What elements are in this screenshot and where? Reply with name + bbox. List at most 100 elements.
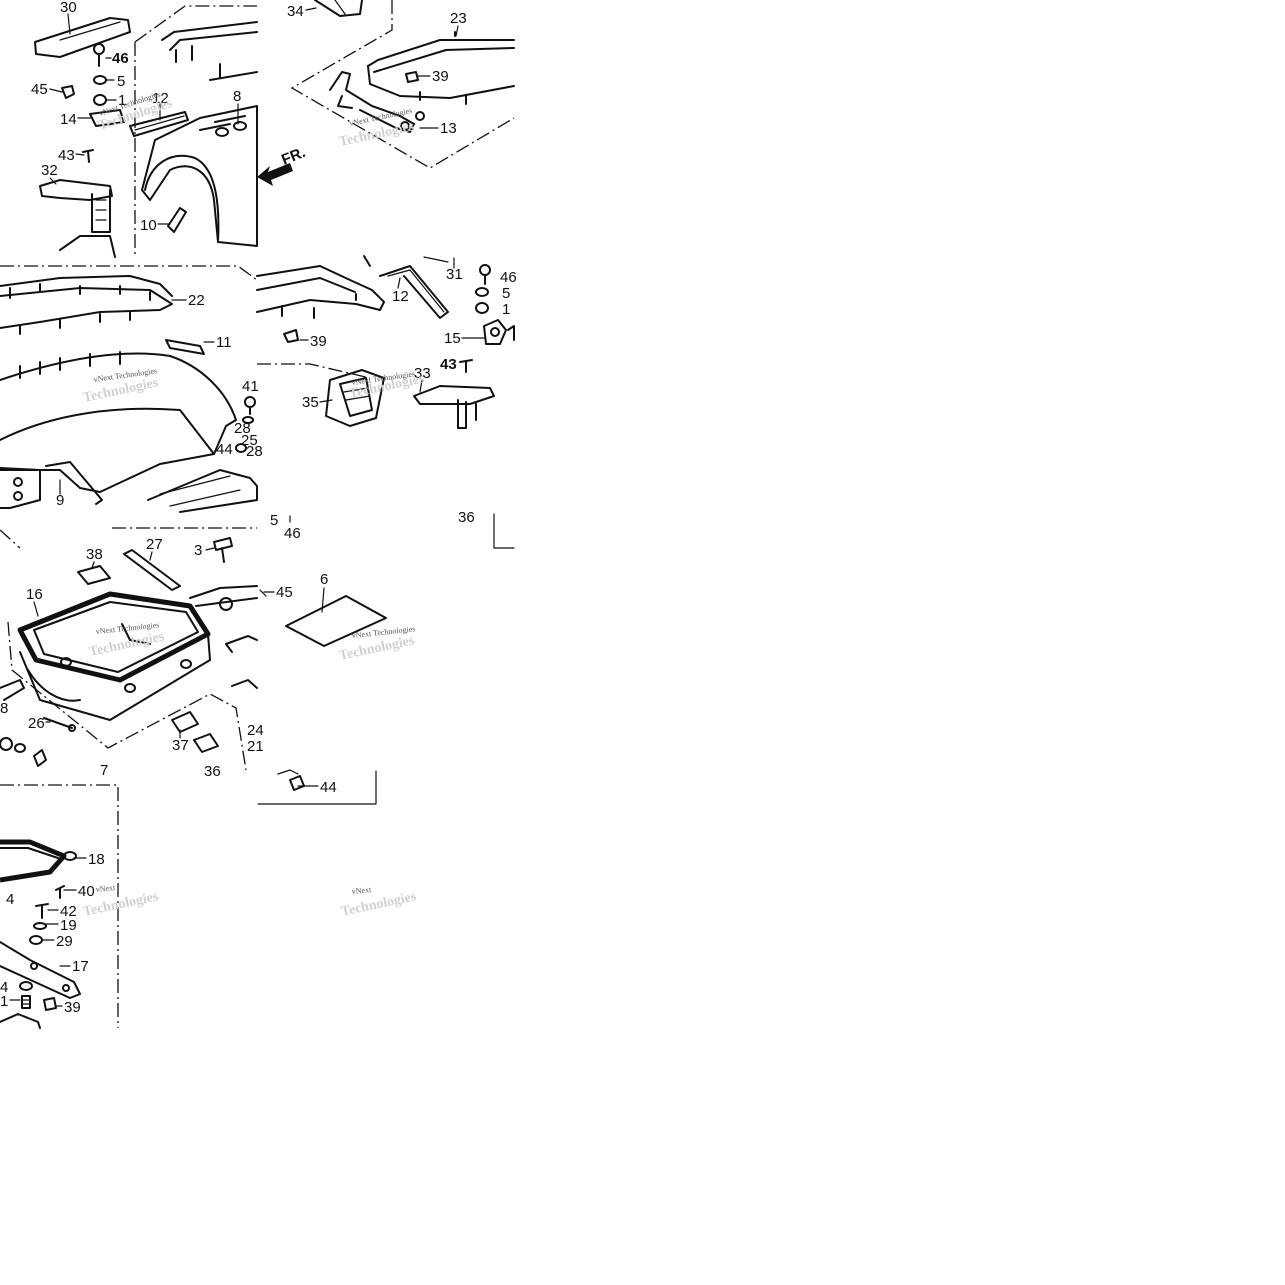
part-13-foot [337, 95, 353, 109]
part-16-latch [121, 623, 151, 645]
svg-text:Technologies: Technologies [338, 633, 416, 664]
part-12-strip [129, 111, 189, 137]
callout-10: 10 [140, 217, 157, 234]
callout-43-r: 43 [440, 356, 457, 373]
tile3-group-outline [0, 265, 258, 281]
part-35-ribs [343, 387, 371, 401]
part-46-bolt [93, 43, 105, 55]
part-17-hole [30, 962, 38, 970]
leader-3 [205, 547, 215, 551]
part-39-clip-c [43, 997, 57, 1011]
callout-14: 14 [60, 111, 77, 128]
part-44-nut [235, 443, 247, 453]
tile4-top-clip [363, 255, 371, 267]
part-23-seal-top [367, 39, 515, 67]
callout-13: 13 [440, 120, 457, 137]
callout-8: 8 [233, 88, 241, 105]
tile1-group-line [134, 5, 257, 43]
tile-4 [256, 255, 515, 549]
part-27-strip [123, 549, 181, 591]
callout-42: 42 [60, 903, 77, 920]
tile1-frame-bottom [209, 71, 258, 81]
callout-1: 1 [118, 92, 126, 109]
watermark-3: Technologies vNext Technologies [82, 366, 160, 406]
callout-23: 23 [450, 10, 467, 27]
front-direction-arrow [257, 163, 293, 186]
callout-36: 36 [204, 763, 221, 780]
tile4-part-31 [423, 256, 449, 263]
tile5-group-top [0, 527, 257, 549]
tile5-bolt [0, 737, 13, 751]
callout-32: 32 [41, 162, 58, 179]
part-46-bolt-r [479, 264, 491, 276]
leader-33 [419, 379, 423, 393]
watermark-8: Technologies vNext [340, 885, 418, 920]
part-39-clip [405, 71, 419, 83]
part-15-stub [507, 325, 515, 341]
part-28-washer [242, 416, 254, 424]
callout-35: 35 [302, 394, 319, 411]
part-22-pins-2 [19, 311, 131, 335]
callout-4: 4 [6, 891, 14, 908]
leader-38 [91, 561, 95, 569]
callout-43: 43 [58, 147, 75, 164]
callout-46-low: 46 [284, 525, 301, 542]
part-29-nut [29, 935, 43, 945]
part-26-end [68, 724, 76, 732]
tile5-screw [33, 749, 47, 767]
callout-5: 5 [117, 73, 125, 90]
part-30-edge [59, 21, 121, 41]
tile7-lower-part [0, 1013, 41, 1029]
part-16-inner [33, 601, 199, 673]
hatch-fasteners [19, 351, 121, 379]
watermark-2: Technologies vNext Technologies [338, 106, 416, 150]
callout-3: 3 [194, 542, 202, 559]
svg-text:vNext: vNext [351, 885, 372, 896]
part-40-bolt [55, 885, 65, 899]
hatch-contour [0, 407, 215, 455]
part-17-hole-2 [62, 984, 70, 992]
part-35-box [325, 369, 385, 427]
callout-17: 17 [72, 958, 89, 975]
tile-2 [290, 0, 515, 169]
callout-numbers: 30 46 5 45 1 12 8 14 43 32 10 34 23 39 1… [0, 0, 517, 1016]
part-23-pins [419, 31, 467, 105]
part-33-bracket [413, 385, 495, 405]
callout-19: 19 [60, 917, 77, 934]
callout-37: 37 [172, 737, 189, 754]
tile5-glass-inner [195, 597, 258, 607]
callout-44-b: 44 [320, 779, 337, 796]
callout-38: 38 [86, 546, 103, 563]
part-12-right [379, 265, 449, 319]
tile5-glass [189, 585, 258, 599]
part-8-vents [199, 115, 246, 131]
tile5-washer [14, 743, 26, 753]
part-39-clip-b [283, 329, 299, 343]
callout-21: 21 [247, 738, 264, 755]
part-15-hole [490, 327, 500, 337]
part-14-bracket [89, 109, 125, 127]
callout-39: 39 [432, 68, 449, 85]
callout-34: 34 [287, 3, 304, 20]
part-8-hole [215, 127, 229, 137]
part-18-inner [0, 847, 59, 859]
callout-15: 15 [444, 330, 461, 347]
callout-39-c: 39 [64, 999, 81, 1016]
callout-39-b: 39 [310, 333, 327, 350]
tile-7 [0, 784, 119, 1029]
callout-33: 33 [414, 365, 431, 382]
callout-16: 16 [26, 586, 43, 603]
part-4-nut [19, 981, 33, 991]
callout-7: 7 [100, 762, 108, 779]
tile-1: FR. [34, 5, 308, 258]
part-32-bracket [39, 179, 113, 201]
tile2-group-outline [290, 0, 515, 169]
tile6-bracket-line [257, 770, 377, 805]
tile4-frame-studs [281, 293, 357, 319]
tile1-frame-top [161, 21, 258, 41]
callout-46: 46 [112, 50, 129, 67]
part-16-base [19, 633, 211, 721]
tile5-left-part [0, 679, 25, 701]
callout-6: 6 [320, 571, 328, 588]
leader-32 [49, 177, 57, 185]
